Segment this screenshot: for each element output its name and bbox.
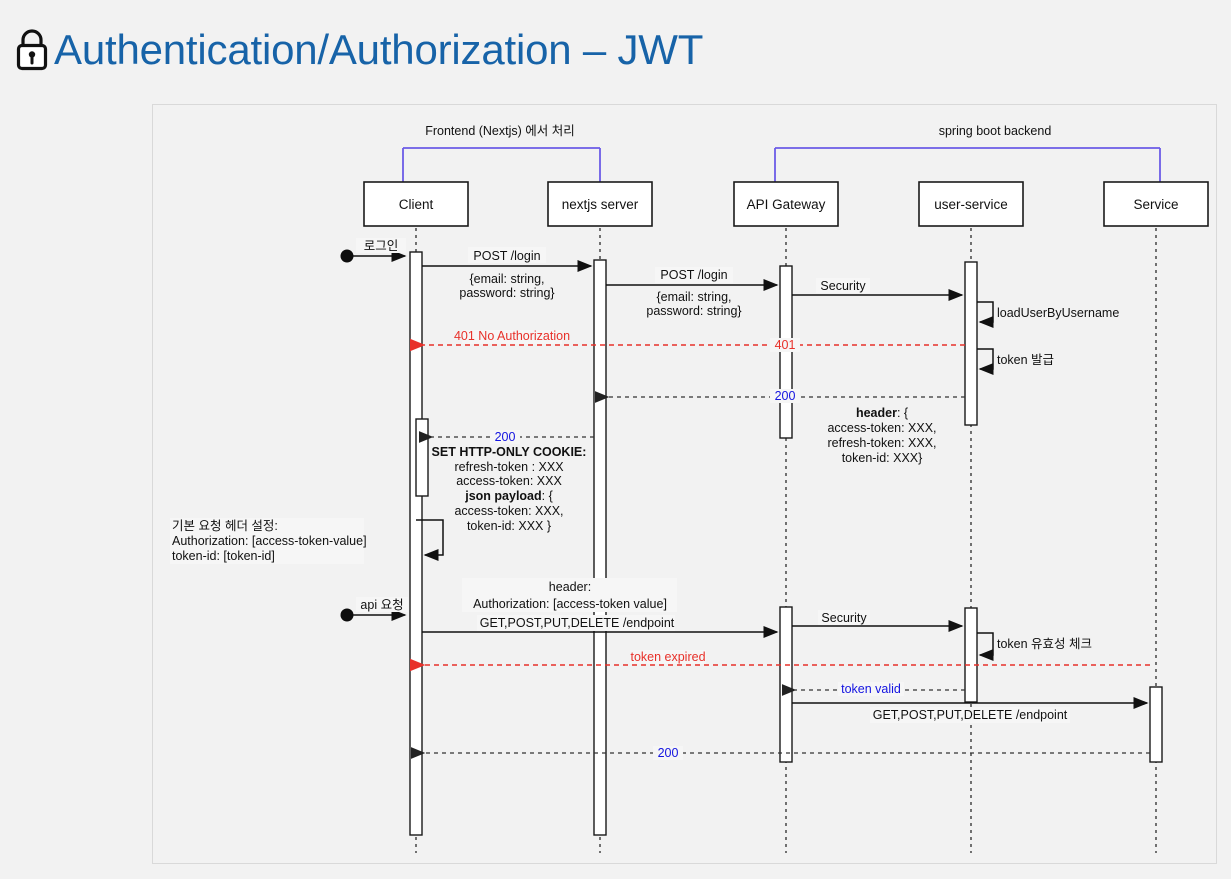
page-title: Authentication/Authorization – JWT bbox=[54, 26, 704, 73]
lock-icon bbox=[16, 29, 48, 71]
diagram-frame bbox=[152, 104, 1217, 864]
page-header: Authentication/Authorization – JWT bbox=[0, 0, 1231, 100]
